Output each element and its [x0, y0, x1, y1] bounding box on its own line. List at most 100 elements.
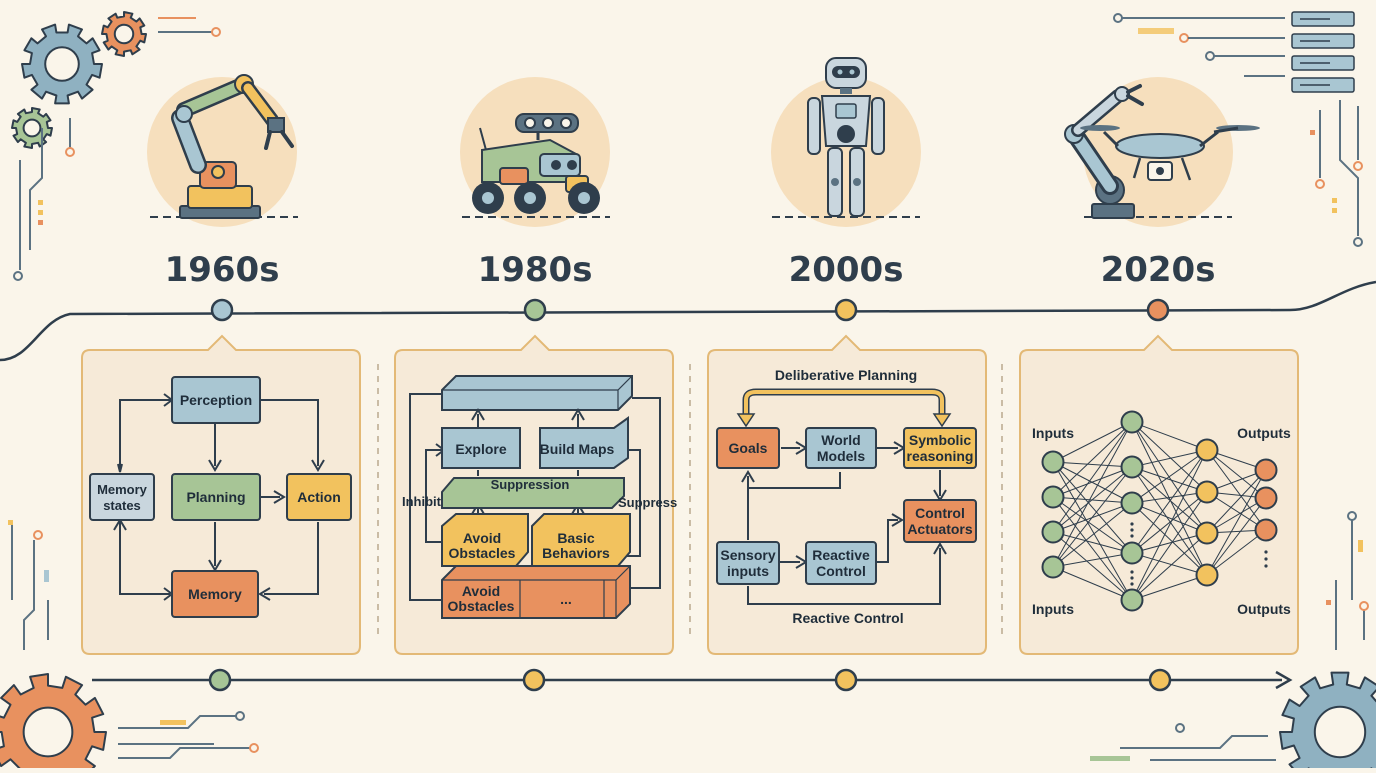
nn-edge [1206, 469, 1267, 534]
nn-edge [1131, 421, 1208, 493]
memory-states-label-line1: Memory [97, 482, 148, 497]
control-actuators-label-line2: Actuators [907, 521, 973, 537]
era-labels: 1960s 1980s 2000s 2020s [165, 250, 1216, 290]
nn-edge [1052, 421, 1133, 498]
build-maps-label: Build Maps [540, 441, 615, 457]
suppression-layer [441, 477, 625, 509]
bottom-timeline-dot [522, 668, 546, 692]
inputs-bottom-label: Inputs [1032, 601, 1074, 617]
nn-node [1195, 563, 1219, 587]
nn-node [1120, 410, 1144, 434]
action-label: Action [297, 489, 341, 505]
nn-node [1120, 491, 1144, 515]
era-label-1960s: 1960s [165, 250, 280, 290]
nn-edge [1052, 552, 1133, 568]
nn-ellipsis-marks [1130, 522, 1268, 586]
inputs-top-label: Inputs [1032, 425, 1074, 441]
nn-edge [1052, 496, 1133, 554]
nn-edge [1052, 421, 1133, 463]
control-actuators-node [903, 499, 977, 543]
panel-hybrid: Deliberative Planning Goals World Models… [716, 367, 977, 626]
nn-edge [1131, 449, 1208, 601]
top-timeline-dots [210, 298, 1170, 322]
gear-icon [101, 11, 147, 57]
nn-edge [1131, 491, 1208, 554]
top-timeline-line [0, 280, 1376, 362]
world-models-label-line2: Models [817, 448, 865, 464]
memory-states-label-line2: states [103, 498, 141, 513]
reactive-control-caption: Reactive Control [792, 610, 903, 626]
nn-edge [1052, 466, 1133, 533]
gear-icon [21, 23, 103, 105]
nn-edge [1052, 421, 1133, 533]
nn-edge [1206, 491, 1267, 531]
humanoid-robot-icon [772, 57, 920, 218]
industrial-robot-arm-icon [150, 74, 298, 219]
timeline-dot-1980s [523, 298, 547, 322]
basic-behaviors-label-line1: Basic [557, 530, 595, 546]
nn-edge [1131, 574, 1208, 601]
timeline-dot-2000s [834, 298, 858, 322]
perception-node [171, 376, 261, 424]
outputs-bottom-label: Outputs [1237, 601, 1291, 617]
nn-edge [1052, 421, 1133, 568]
nn-edge [1206, 449, 1267, 531]
nn-edge [1052, 531, 1133, 554]
nn-edge [1131, 449, 1208, 468]
avoid-obstacles-bottom-line2: Obstacles [448, 598, 515, 614]
bottom-timeline-dots [208, 668, 1172, 692]
build-maps-node [539, 416, 629, 469]
circuit-trace-icon [1113, 13, 1363, 247]
nn-edge [1131, 449, 1208, 504]
goals-label: Goals [729, 440, 768, 456]
nn-node [1254, 486, 1278, 510]
sensory-inputs-label-line1: Sensory [720, 547, 775, 563]
memory-label: Memory [188, 586, 242, 602]
nn-node [1195, 438, 1219, 462]
nn-node [1041, 555, 1065, 579]
nn-node [1195, 521, 1219, 545]
gear-icon [1279, 671, 1376, 773]
action-node [286, 473, 352, 521]
nn-edges [1052, 421, 1267, 601]
nn-edge [1131, 532, 1208, 601]
symbolic-reasoning-label-line1: Symbolic [909, 432, 971, 448]
nn-edge [1131, 552, 1208, 576]
sensory-inputs-node [716, 541, 780, 585]
gear-icon [0, 0, 35, 30]
avoid-obstacles-bottom-line1: Avoid [462, 583, 500, 599]
memory-node [171, 570, 259, 618]
bottom-timeline-dot [208, 668, 232, 692]
avoid-obstacles-label-line1: Avoid [463, 530, 501, 546]
perception-label: Perception [180, 392, 252, 408]
panel-sense-plan-act: Perception Planning Action Memory Memory… [89, 376, 352, 618]
nn-edge [1131, 502, 1208, 576]
gear-icon [11, 107, 53, 149]
nn-edge [1206, 497, 1267, 576]
nn-edge [1131, 532, 1208, 554]
nn-node [1120, 541, 1144, 565]
planning-node [171, 473, 261, 521]
nn-edge [1131, 466, 1208, 534]
panel-neural-network: Inputs Outputs Inputs Outputs [1032, 410, 1291, 617]
nn-edge [1052, 466, 1133, 568]
nn-node [1195, 480, 1219, 504]
explore-label: Explore [455, 441, 507, 457]
nn-node [1254, 518, 1278, 542]
basic-behaviors-label-line2: Behaviors [542, 545, 610, 561]
era-label-2000s: 2000s [789, 250, 904, 290]
nn-edge [1052, 461, 1133, 468]
nn-edge [1131, 491, 1208, 601]
nn-edge [1052, 566, 1133, 601]
nn-edge [1052, 502, 1133, 568]
explore-node [441, 427, 521, 469]
nn-node [1041, 520, 1065, 544]
nn-edge [1131, 421, 1208, 576]
panel-subsumption: Explore Build Maps Suppression Inhibit S… [402, 375, 677, 619]
bottom-timeline-dot [834, 668, 858, 692]
mobile-rover-robot-icon [462, 113, 610, 218]
inhibit-label: Inhibit [402, 494, 442, 509]
bottom-timeline-dot [1148, 668, 1172, 692]
nn-nodes [1041, 410, 1278, 612]
